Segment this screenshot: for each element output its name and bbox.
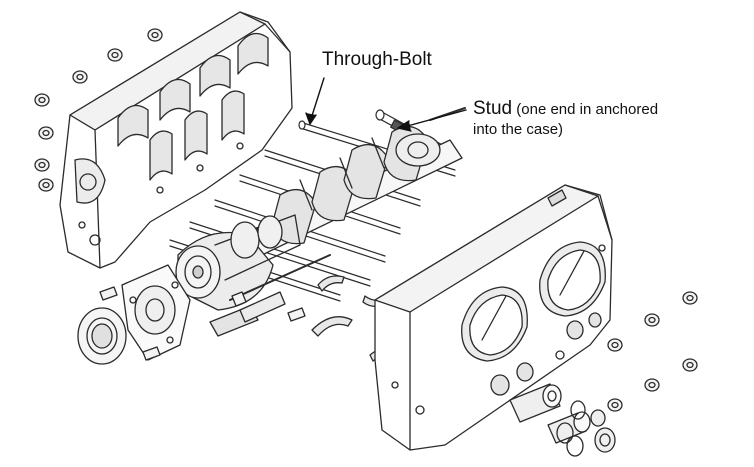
stud-word: Stud [473, 98, 513, 119]
oil-seal [77, 307, 127, 365]
front-cover [121, 264, 191, 361]
left-nuts [34, 28, 163, 192]
through-bolt-label: Through-Bolt [322, 49, 432, 70]
lifter-parts [509, 383, 616, 457]
small-bolts [99, 286, 306, 361]
right-nuts [607, 291, 698, 412]
callout-arrows [305, 77, 467, 132]
stud-note-line2: into the case) [473, 121, 564, 138]
stud-leader [399, 109, 467, 129]
stud-label: Stud (one end in anchored [473, 96, 658, 123]
right-case-half [374, 184, 613, 451]
front-gear-assembly [175, 214, 331, 337]
left-case-half [59, 11, 293, 269]
stud-note-line1: (one end in anchored [512, 101, 659, 118]
